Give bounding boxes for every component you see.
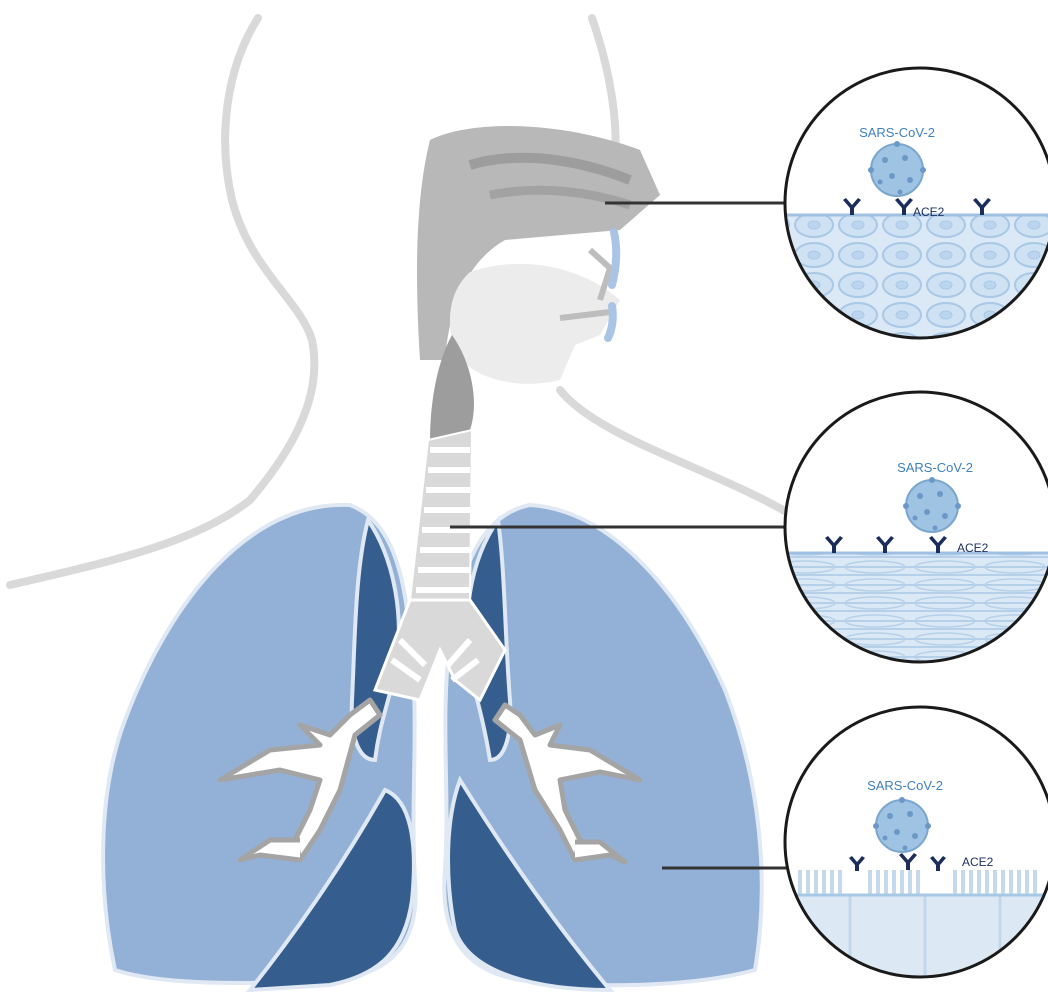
virus-label: SARS-CoV-2: [897, 460, 973, 475]
receptor-label: ACE2: [913, 205, 945, 219]
head-airways: [417, 126, 660, 440]
zoom-panel-lung: SARS-CoV-2 ACE2: [780, 700, 1048, 990]
zoom-panel-nasal: SARS-CoV-2 ACE2: [780, 60, 1048, 355]
body-silhouette: [10, 18, 800, 585]
virus-label: SARS-CoV-2: [859, 125, 935, 140]
virus-label: SARS-CoV-2: [867, 778, 943, 793]
receptor-label: ACE2: [957, 541, 989, 555]
zoom-panel-trachea: SARS-CoV-2 ACE2: [780, 390, 1048, 673]
receptor-label: ACE2: [962, 855, 994, 869]
